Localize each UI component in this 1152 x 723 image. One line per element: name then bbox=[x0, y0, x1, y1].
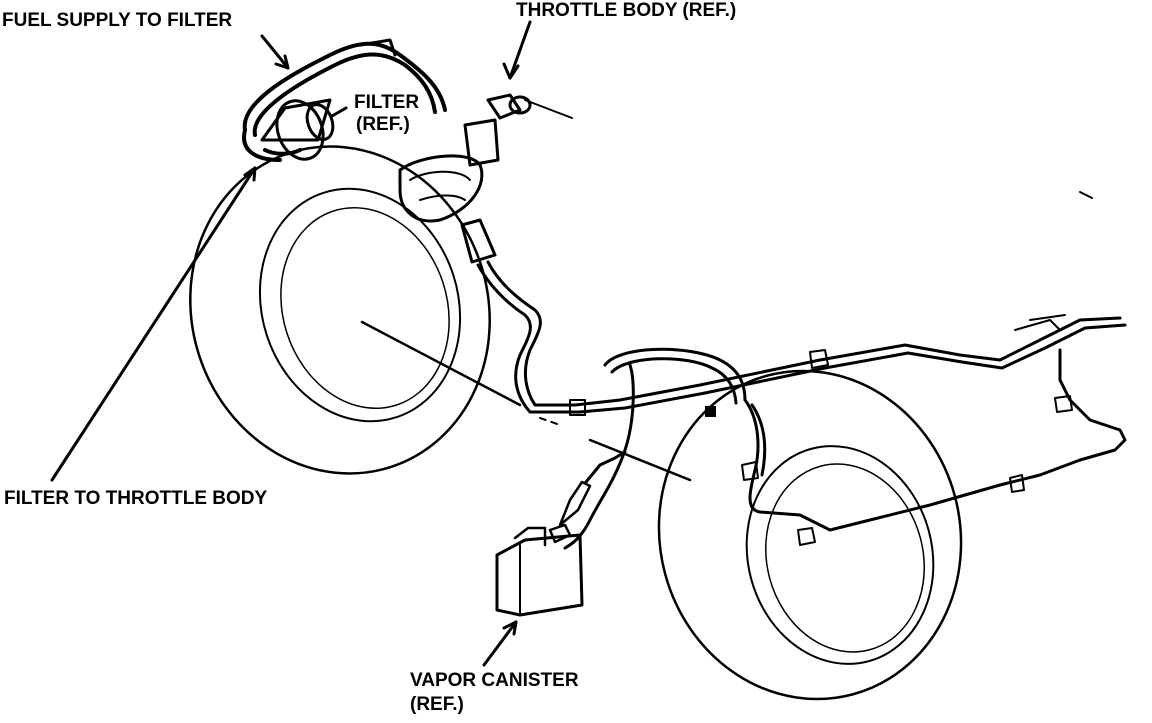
label-vapor-canister-ref: (REF.) bbox=[410, 694, 464, 715]
center-axle-line-rear bbox=[588, 438, 692, 482]
throttle-body bbox=[398, 93, 573, 264]
label-filter-to-throttle: FILTER TO THROTTLE BODY bbox=[4, 488, 268, 509]
vapor-canister bbox=[495, 450, 627, 617]
label-fuel-supply: FUEL SUPPLY TO FILTER bbox=[2, 10, 233, 31]
arrow-vapor-canister bbox=[482, 620, 518, 667]
filter-hoses bbox=[242, 38, 447, 162]
leader-arrows bbox=[50, 20, 532, 667]
rear-fuel-lines bbox=[741, 348, 1127, 546]
fuel-filter bbox=[260, 98, 335, 161]
arrow-fuel-supply bbox=[260, 34, 290, 70]
arrow-throttle-body bbox=[508, 20, 532, 80]
label-filter: FILTER bbox=[354, 92, 420, 113]
marker-square bbox=[705, 406, 716, 417]
arrow-filter-to-throttle bbox=[50, 166, 257, 482]
label-vapor-canister: VAPOR CANISTER bbox=[410, 670, 579, 691]
rear-wheel bbox=[657, 369, 963, 701]
center-axle-line bbox=[360, 320, 522, 407]
label-throttle-body: THROTTLE BODY (REF.) bbox=[516, 0, 737, 21]
front-wheel bbox=[189, 145, 491, 475]
arrow-filter bbox=[330, 106, 348, 118]
vent-hose bbox=[563, 347, 747, 550]
main-fuel-lines bbox=[476, 260, 1127, 416]
label-filter-ref: (REF.) bbox=[356, 114, 410, 135]
